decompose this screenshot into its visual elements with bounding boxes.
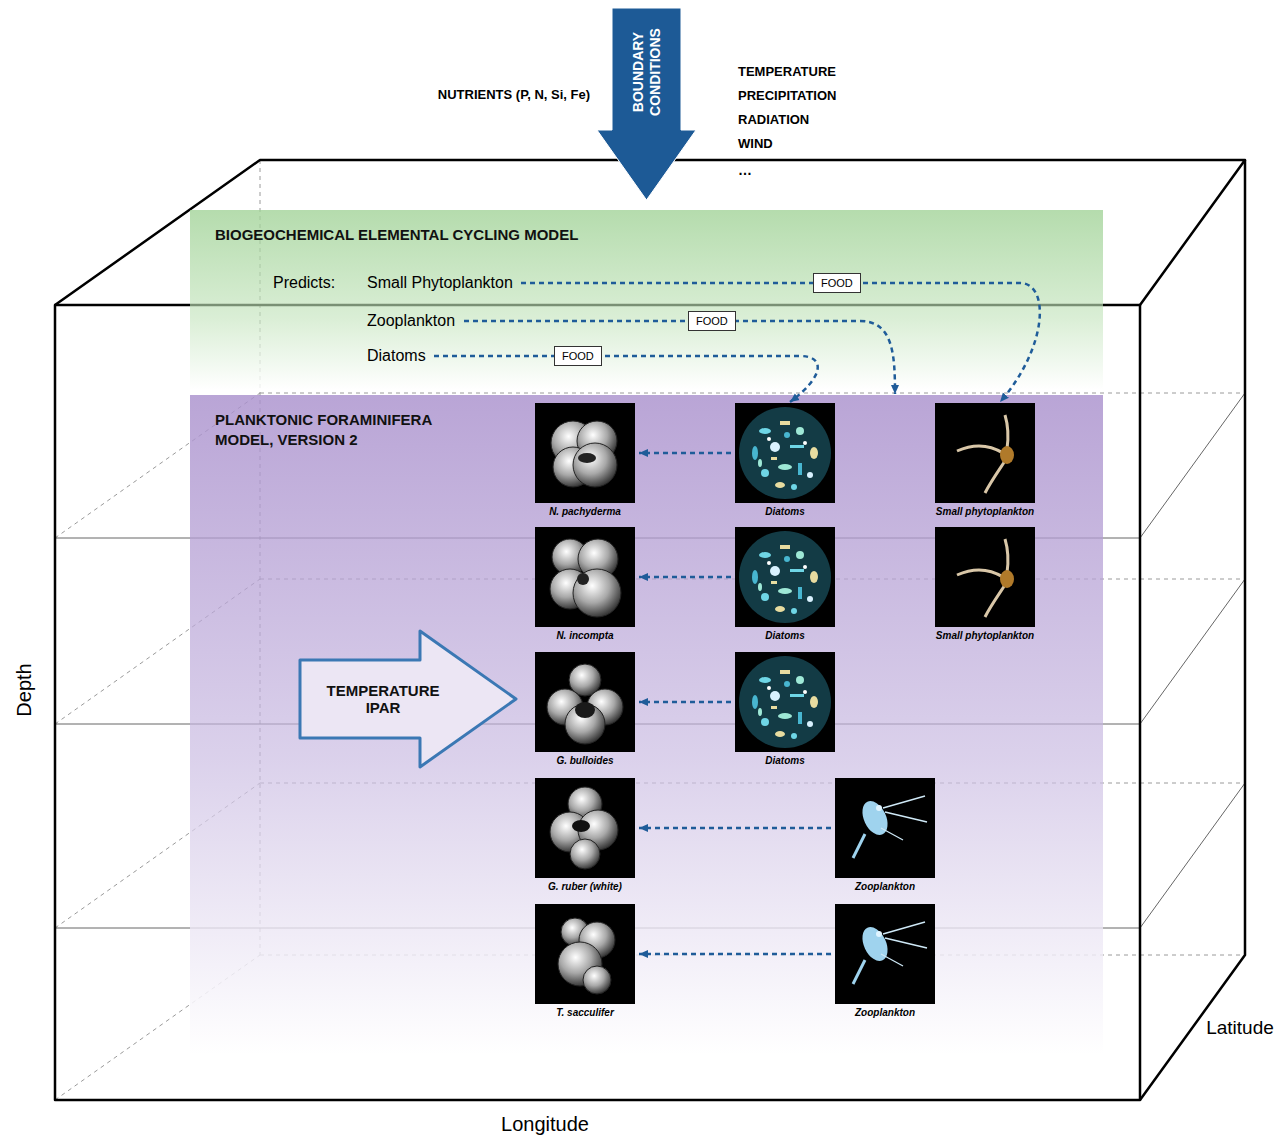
tile-picture (735, 652, 835, 752)
tile-picture (935, 403, 1035, 503)
model-band: PLANKTONIC FORAMINIFERA MODEL, VERSION 2… (190, 395, 1103, 1055)
tile-caption: Diatoms (710, 755, 860, 767)
tile-caption: G. bulloides (510, 755, 660, 767)
hidden-edges (55, 160, 1245, 1100)
predicts-label: Predicts: (273, 273, 335, 293)
tile-picture (535, 652, 635, 752)
tile-picture (735, 403, 835, 503)
tile-picture (835, 778, 935, 878)
food-tile: Diatoms (735, 652, 835, 752)
forcing-label: TEMPERATURE (738, 64, 836, 80)
food-tile: Small phytoplankton (935, 403, 1035, 503)
food-source: Zooplankton (367, 311, 456, 331)
tile-picture (735, 403, 835, 503)
food-tile: Zooplankton (835, 778, 935, 878)
tile-picture (535, 403, 635, 503)
feeding-arrow (639, 576, 731, 579)
tile-picture (935, 527, 1035, 627)
feeding-arrow (639, 953, 831, 956)
species-tile: N. incompta (535, 527, 635, 627)
tile-caption: Zooplankton (810, 881, 960, 893)
tile-caption: Diatoms (710, 630, 860, 642)
forcing-label: PRECIPITATION (738, 88, 836, 104)
food-source: Small Phytoplankton (367, 273, 513, 293)
tile-caption: Diatoms (710, 506, 860, 518)
tile-picture (835, 904, 935, 1004)
forcing-label: RADIATION (738, 112, 809, 128)
tile-picture (935, 403, 1035, 503)
tile-picture (835, 778, 935, 878)
arrow-text: TEMPERATURE IPAR (318, 682, 448, 716)
feeding-arrow (639, 701, 731, 704)
species-tile: G. ruber (white) (535, 778, 635, 878)
tile-picture (735, 527, 835, 627)
arrow-shape (597, 8, 696, 200)
food-tile: Zooplankton (835, 904, 935, 1004)
axis-label: Depth (12, 663, 36, 716)
food-tile: Small phytoplankton (935, 527, 1035, 627)
species-tile: N. pachyderma (535, 403, 635, 503)
tile-picture (535, 778, 635, 878)
outer-edges (55, 160, 1245, 1100)
tile-picture (535, 527, 635, 627)
axis-label: Latitude (1206, 1017, 1274, 1039)
nutrients-label: NUTRIENTS (P, N, Si, Fe) (438, 87, 590, 103)
tile-picture (535, 904, 635, 1004)
tile-caption: Zooplankton (810, 1007, 960, 1019)
axis-label: Longitude (501, 1112, 589, 1136)
tile-picture (535, 904, 635, 1004)
feeding-arrow (639, 452, 731, 455)
tile-picture (535, 652, 635, 752)
band-title: BIOGEOCHEMICAL ELEMENTAL CYCLING MODEL (215, 225, 815, 245)
food-arrow (434, 356, 818, 402)
food-tile: Diatoms (735, 403, 835, 503)
tile-picture (535, 527, 635, 627)
tile-caption: Small phytoplankton (910, 506, 1060, 518)
edge-label: FOOD (688, 311, 736, 331)
arrow-text: BOUNDARY CONDITIONS (630, 12, 664, 132)
forcing-arrow: TEMPERATURE IPAR (298, 628, 520, 770)
band-title: PLANKTONIC FORAMINIFERA MODEL, VERSION 2 (215, 410, 485, 450)
edge-label: FOOD (554, 346, 602, 366)
model-band: BIOGEOCHEMICAL ELEMENTAL CYCLING MODEL Sm… (190, 210, 1103, 390)
tile-caption: T. sacculifer (510, 1007, 660, 1019)
node-text: Small Phytoplankton (367, 273, 513, 293)
arrow-shape (300, 631, 516, 767)
food-arrow (521, 283, 1040, 402)
tile-picture (935, 527, 1035, 627)
forcing-label: WIND (738, 136, 773, 152)
tile-picture (535, 778, 635, 878)
tile-picture (535, 403, 635, 503)
food-tile: Diatoms (735, 527, 835, 627)
tile-picture (835, 904, 935, 1004)
forcing-label: … (738, 163, 752, 177)
food-source: Diatoms (367, 346, 426, 366)
boundary-arrow: BOUNDARY CONDITIONS (597, 8, 696, 200)
food-arrow (464, 321, 895, 394)
tile-caption: G. ruber (white) (510, 881, 660, 893)
tile-caption: N. incompta (510, 630, 660, 642)
edge-label: FOOD (813, 273, 861, 293)
tile-picture (735, 652, 835, 752)
species-tile: G. bulloides (535, 652, 635, 752)
feeding-arrow (639, 827, 831, 830)
node-text: Diatoms (367, 346, 426, 366)
node-text: Zooplankton (367, 311, 456, 331)
tile-caption: N. pachyderma (510, 506, 660, 518)
species-tile: T. sacculifer (535, 904, 635, 1004)
tile-picture (735, 527, 835, 627)
tile-caption: Small phytoplankton (910, 630, 1060, 642)
